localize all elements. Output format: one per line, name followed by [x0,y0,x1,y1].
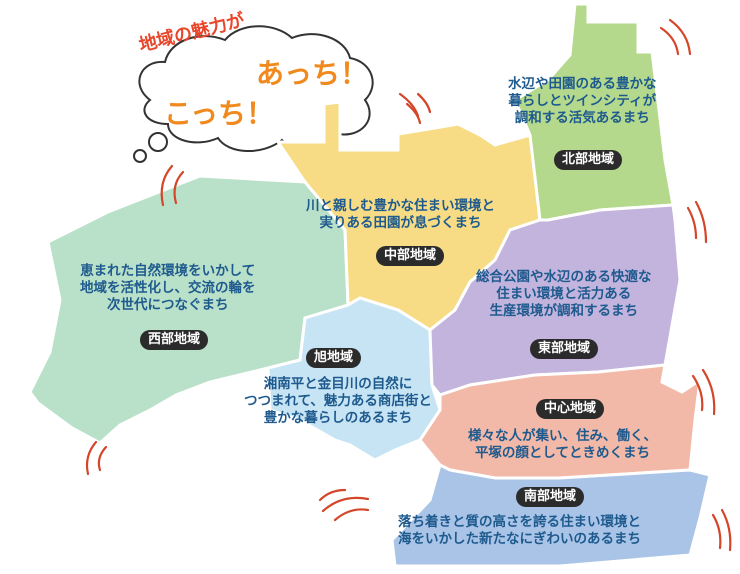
south-line-2: 海をいかした新たなにぎわいのあるまち [398,531,641,547]
region-center-shape[interactable] [418,363,702,480]
bubble-kocchi: こっち！ [164,97,275,130]
center-line-2: 平塚の顔としてときめくまち [474,445,651,461]
west-description: 恵まれた自然環境をいかして 地域を活性化し、交流の輪を 次世代につなぐまち [80,263,256,314]
east-line-1: 総合公園や水辺のある快適な [476,269,652,285]
asahi-badge[interactable]: 旭地域 [306,348,362,368]
asahi-line-2: つつまれて、魅力ある商店街と [244,393,432,409]
north-line-1: 水辺や田園のある豊かな [508,76,657,92]
west-line-1: 恵まれた自然環境をいかして [80,263,256,279]
south-description: 落ち着きと質の高さを誇る住まい環境と 海をいかした新たなにぎわいのあるまち [398,514,641,548]
north-description: 水辺や田園のある豊かな 暮らしとツインシティが 調和する活気あるまち [508,76,657,127]
west-badge[interactable]: 西部地域 [140,330,209,350]
north-line-3: 調和する活気あるまち [514,110,650,126]
east-line-2: 住まい環境と活力ある [496,286,632,302]
thought-bubble [133,25,374,163]
central-line-2: 実りある田園が息づくまち [319,215,482,231]
region-south-shape[interactable] [390,462,712,568]
asahi-line-1: 湘南平と金目川の自然に [263,376,413,392]
central-badge[interactable]: 中部地域 [376,246,445,266]
vibration-marks [85,18,732,552]
east-description: 総合公園や水辺のある快適な 住まい環境と活力ある 生産環境が調和するまち [476,269,652,320]
west-line-2: 地域を活性化し、交流の輪を [80,280,256,296]
asahi-line-3: 豊かな暮らしのあるまち [263,410,413,426]
region-asahi-shape[interactable] [266,296,442,462]
north-line-2: 暮らしとツインシティが [508,93,657,109]
south-badge[interactable]: 南部地域 [516,487,585,507]
center-line-1: 様々な人が集い、住み、働く、 [468,428,657,444]
north-badge[interactable]: 北部地域 [554,150,623,170]
central-line-1: 川と親しむ豊かな住まい環境と [306,198,495,214]
center-description: 様々な人が集い、住み、働く、 平塚の顔としてときめくまち [468,428,657,462]
east-line-3: 生産環境が調和するまち [489,303,639,319]
central-description: 川と親しむ豊かな住まい環境と 実りある田園が息づくまち [306,198,495,232]
east-badge[interactable]: 東部地域 [530,339,599,359]
asahi-description: 湘南平と金目川の自然に つつまれて、魅力ある商店街と 豊かな暮らしのあるまち [244,376,432,427]
center-badge[interactable]: 中心地域 [536,399,605,419]
bubble-acchi: あっち！ [256,57,369,90]
south-line-1: 落ち着きと質の高さを誇る住まい環境と [398,514,641,530]
west-line-3: 次世代につなぐまち [107,297,229,313]
